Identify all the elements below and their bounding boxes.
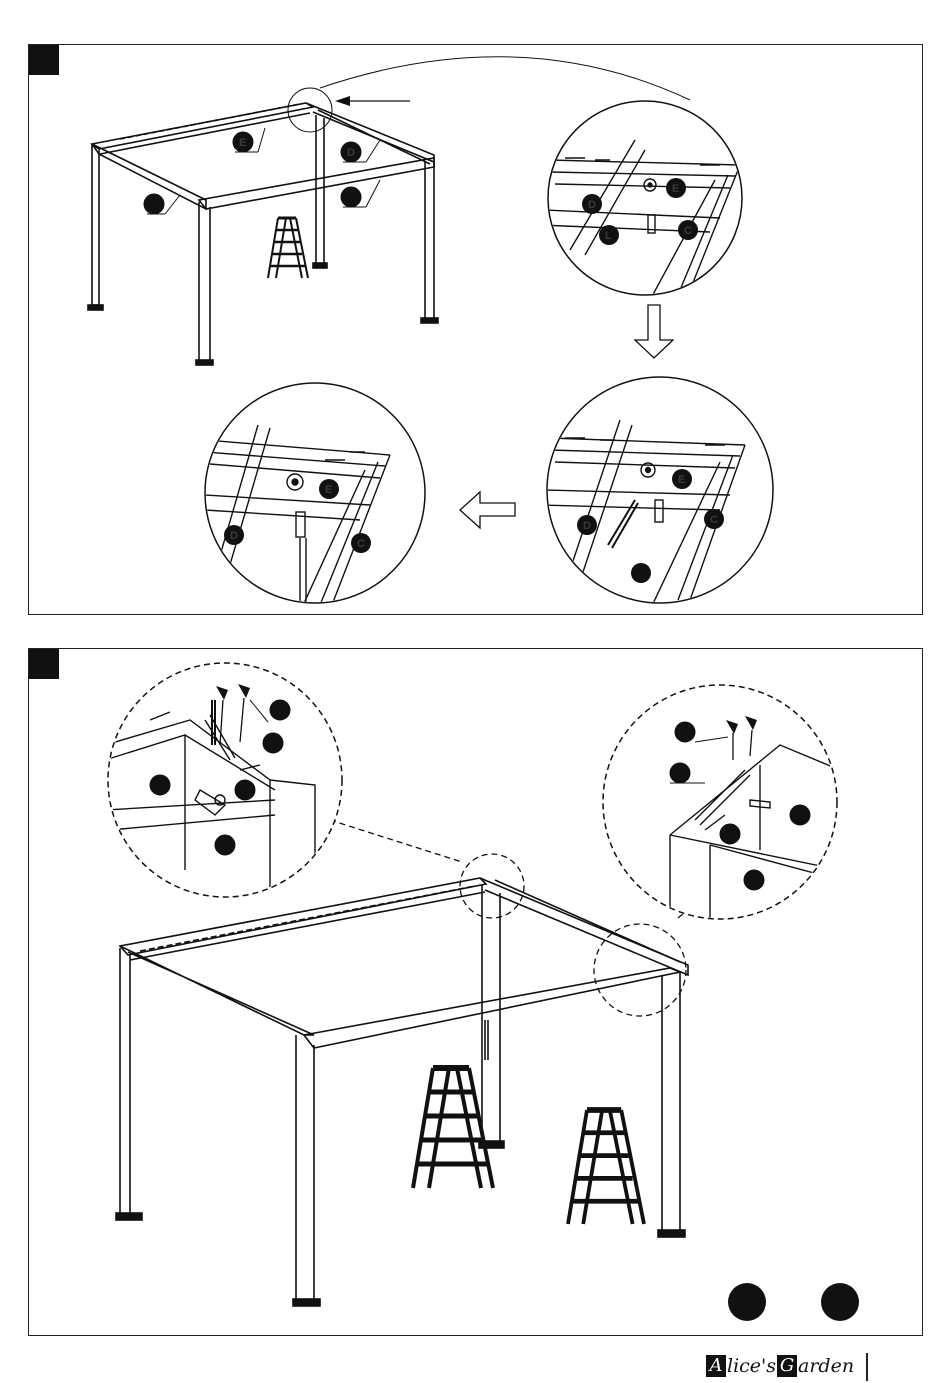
ladder-icon	[268, 218, 308, 278]
zoom-top-label-1: D	[588, 199, 596, 211]
logo-text-a: lice's	[727, 1355, 776, 1377]
zoom-br-label-2: D	[583, 520, 591, 532]
zoom-top-label-2: E	[672, 183, 679, 195]
logo-initial-g: G	[777, 1355, 797, 1377]
tool-count-circle-2	[821, 1283, 859, 1321]
zoom-detail-top	[540, 101, 742, 300]
step-1-frame	[88, 103, 438, 365]
zoom-detail-bottom-right	[540, 377, 773, 610]
zoom-detail-left-step-2	[105, 663, 342, 900]
ladder-icon	[568, 1110, 644, 1224]
tool-count-circle-1	[728, 1283, 766, 1321]
footer-divider	[866, 1353, 868, 1381]
zoom-top-label-4: C	[684, 225, 692, 237]
zoom-bl-label-2: D	[230, 530, 238, 542]
logo-text-g: arden	[798, 1355, 854, 1377]
zoom-top-label-3: L	[605, 230, 612, 242]
frame-labels	[144, 128, 380, 214]
zoom-br-label-3: C	[710, 514, 718, 526]
zoom-connector	[320, 57, 690, 100]
arrow-down-icon	[635, 305, 673, 358]
logo-initial-a: A	[706, 1355, 726, 1377]
zoom-detail-right-step-2	[603, 685, 840, 920]
ladder-icon	[413, 1068, 493, 1188]
frame-label-1: E	[239, 137, 246, 149]
zoom-detail-bottom-left	[205, 383, 425, 612]
brand-logo: A lice's G arden	[706, 1351, 855, 1381]
zoom-br-label-1: E	[678, 474, 685, 486]
zoom-bl-label-1: E	[325, 484, 332, 496]
arrow-left-icon	[460, 492, 515, 528]
step-2-frame	[116, 878, 688, 1306]
zoom-bl-label-3: C	[357, 538, 365, 550]
pointer-arrow-icon	[335, 96, 350, 106]
frame-label-2: D	[347, 147, 355, 159]
